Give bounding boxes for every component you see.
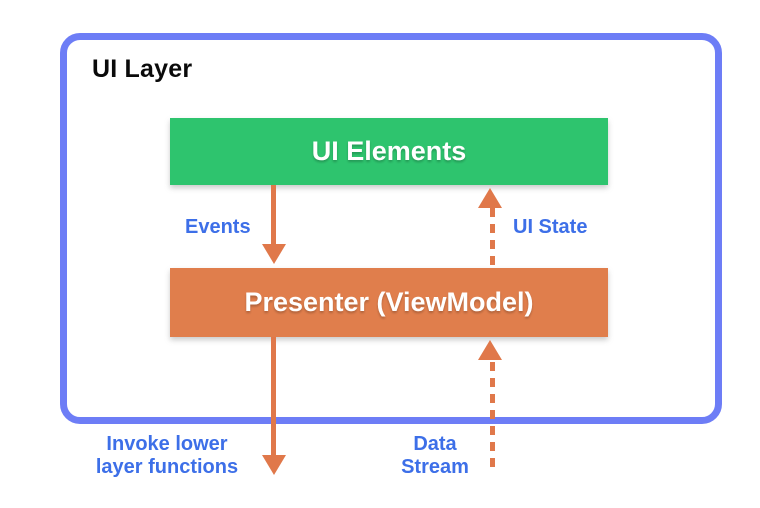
data-stream-arrow-line (490, 362, 495, 474)
ui-layer-container (60, 33, 722, 424)
ui-state-arrow-label: UI State (513, 216, 588, 238)
ui-elements-node-label: UI Elements (311, 136, 467, 166)
events-arrow-line (271, 185, 276, 247)
events-arrowhead-down-icon (262, 244, 286, 264)
invoke-arrow-label: Invoke lower layer functions (92, 433, 242, 479)
data-stream-arrow-label: Data Stream (385, 433, 485, 479)
ui-state-arrowhead-up-icon (478, 188, 502, 208)
data-stream-arrowhead-up-icon (478, 340, 502, 360)
ui-state-arrow-line (490, 208, 495, 268)
invoke-arrow-line (271, 337, 276, 455)
ui-layer-title: UI Layer (92, 55, 193, 83)
data-stream-arrow-label-line2: Stream (401, 456, 469, 478)
invoke-arrowhead-down-icon (262, 455, 286, 475)
invoke-arrow-label-line2: layer functions (95, 456, 239, 478)
data-stream-arrow-label-line1: Data (413, 433, 457, 455)
invoke-arrow-label-line1: Invoke lower (106, 433, 228, 455)
events-arrow-label: Events (185, 216, 251, 238)
presenter-viewmodel-node: Presenter (ViewModel) (170, 268, 608, 337)
ui-elements-node: UI Elements (170, 118, 608, 185)
presenter-viewmodel-node-label: Presenter (ViewModel) (244, 287, 534, 317)
